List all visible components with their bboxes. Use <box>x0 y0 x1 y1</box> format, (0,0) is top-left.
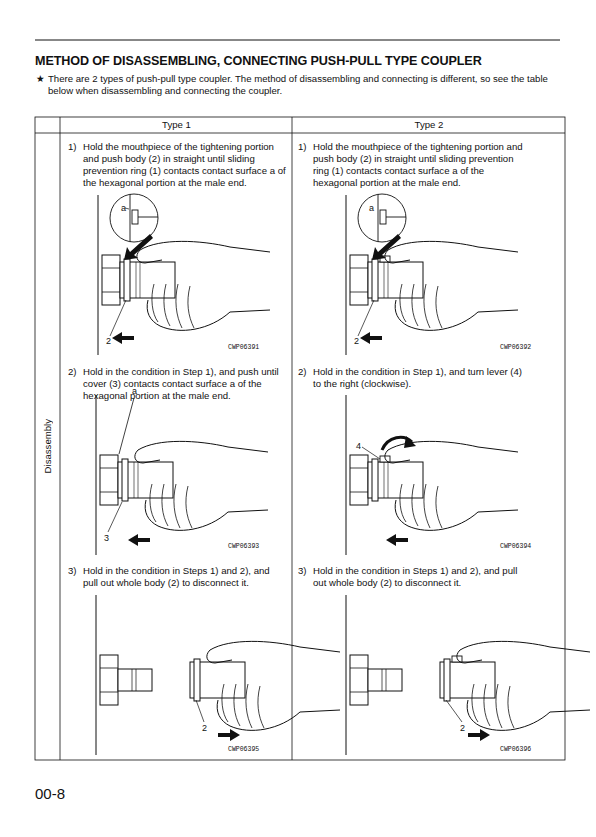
push-arrow <box>112 332 134 344</box>
hand-drawing <box>385 241 518 330</box>
figure-code: CWP06391 <box>228 344 259 352</box>
push-arrow <box>386 534 408 546</box>
step-number: 2) <box>298 366 307 378</box>
table-column-rule <box>292 117 293 760</box>
callout-number: 2 <box>460 723 465 733</box>
leader-line <box>446 700 462 722</box>
hand-drawing <box>207 641 340 730</box>
figure-code: CWP06396 <box>500 746 531 754</box>
step-text: Hold in the condition in Steps 1) and 2)… <box>313 565 526 589</box>
hand-drawing <box>137 241 270 330</box>
detached-coupler <box>190 641 340 741</box>
step-cell: 1) Hold the mouthpiece of the tightening … <box>68 141 286 189</box>
leader-line <box>108 502 122 532</box>
leader-line <box>358 300 374 336</box>
step-cell: 1) Hold the mouthpiece of the tightening … <box>298 141 526 189</box>
coupler-assembly <box>346 395 423 555</box>
prevention-ring <box>194 659 200 701</box>
detail-circle <box>110 194 158 242</box>
cell-text: Type 2 <box>415 119 444 130</box>
step-text: Hold in the condition in Step 1), and pu… <box>83 366 286 402</box>
table-header-rule <box>35 133 565 134</box>
callout-number: 2 <box>202 723 207 733</box>
hand-drawing <box>457 641 590 730</box>
detail-line <box>130 194 131 242</box>
illustration-5 <box>96 595 340 755</box>
step-text: Hold in the condition in Steps 1) and 2)… <box>83 565 286 589</box>
column-header: Type 2 <box>293 117 565 133</box>
pointer-arrow <box>372 234 401 260</box>
pull-arrow <box>218 729 240 741</box>
callout-letter: a <box>121 203 126 213</box>
push-arrow <box>360 332 382 344</box>
step-text: Hold in the condition in Step 1), and tu… <box>313 366 526 390</box>
leader-line <box>110 300 126 336</box>
male-end <box>96 595 152 755</box>
illustration-6 <box>346 595 590 755</box>
leader-line <box>196 700 204 722</box>
hand-drawing <box>385 441 518 530</box>
pointer-arrow <box>124 234 153 260</box>
table-frame <box>35 117 565 760</box>
figure-code: CWP06393 <box>228 543 259 551</box>
coupler-assembly <box>96 395 173 555</box>
push-arrow <box>128 534 150 546</box>
coupler-assembly <box>98 195 175 355</box>
page-title: METHOD OF DISASSEMBLING, CONNECTING PUSH… <box>35 54 482 68</box>
cell-text: Disassembly <box>42 419 53 473</box>
male-end <box>346 595 402 755</box>
illustration-3 <box>96 395 268 555</box>
detail-line <box>386 217 406 218</box>
figure-code: CWP06392 <box>500 344 531 352</box>
page-number: 00-8 <box>35 786 65 802</box>
callout-letter: a <box>369 203 374 213</box>
detail-line <box>138 217 158 218</box>
detail-circle <box>358 194 406 242</box>
turn-arrowhead <box>404 436 416 448</box>
top-rule <box>35 40 560 41</box>
prevention-ring <box>444 659 450 701</box>
illustration-1 <box>98 194 270 355</box>
table-side-rule <box>60 117 61 760</box>
step-number: 3) <box>298 565 307 577</box>
callout-letter: a <box>132 386 137 396</box>
column-header: Type 1 <box>61 117 292 133</box>
leader-line <box>362 447 380 459</box>
row-header: Disassembly <box>35 133 60 760</box>
step-number: 2) <box>68 366 77 378</box>
step-text: Hold the mouthpiece of the tightening po… <box>313 141 526 189</box>
hand-drawing <box>135 441 268 530</box>
detail-ring <box>132 210 138 224</box>
figure-code: CWP06395 <box>228 746 259 754</box>
step-cell: 2) Hold in the condition in Step 1), and … <box>68 366 286 402</box>
step-cell: 3) Hold in the condition in Steps 1) and … <box>298 565 526 589</box>
step-number: 1) <box>298 141 307 153</box>
note-star: ★ <box>36 73 45 85</box>
detached-coupler <box>440 641 590 741</box>
step-cell: 3) Hold in the condition in Steps 1) and … <box>68 565 286 589</box>
detail-line <box>378 194 379 242</box>
step-number: 1) <box>68 141 77 153</box>
step-text: Hold the mouthpiece of the tightening po… <box>83 141 286 189</box>
cell-text: Type 1 <box>162 119 191 130</box>
leader-line <box>119 398 134 454</box>
pull-arrow <box>468 729 490 741</box>
callout-number: 2 <box>106 336 111 346</box>
callout-number: 3 <box>104 533 109 543</box>
detail-ring <box>380 210 386 224</box>
step-number: 3) <box>68 565 77 577</box>
callout-number: 4 <box>356 441 361 451</box>
figure-code: CWP06394 <box>500 543 531 551</box>
coupler-assembly <box>346 195 423 355</box>
step-cell: 2) Hold in the condition in Step 1), and … <box>298 366 526 390</box>
note-text: There are 2 types of push-pull type coup… <box>48 73 560 97</box>
illustration-2 <box>346 194 518 355</box>
illustration-4 <box>346 395 518 555</box>
callout-number: 2 <box>354 336 359 346</box>
